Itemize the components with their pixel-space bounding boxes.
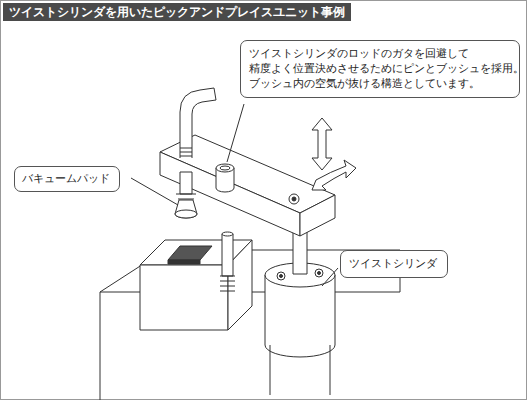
callout-text: ツイストシリンダ — [349, 256, 439, 272]
title-bar: ツイストシリンダを用いたピックアンドプレイスユニット事例 — [3, 3, 351, 21]
callout-text: バキュームパッド — [22, 171, 112, 187]
callout-box: ツイストシリンダのロッドのガタを回避して 精度よく位置決めさせるためにピンとブッ… — [240, 40, 520, 98]
callout-box: バキュームパッド — [14, 166, 120, 192]
callout-box: ツイストシリンダ — [340, 250, 448, 278]
callout-text: ツイストシリンダのロッドのガタを回避して 精度よく位置決めさせるためにピンとブッ… — [249, 46, 511, 92]
